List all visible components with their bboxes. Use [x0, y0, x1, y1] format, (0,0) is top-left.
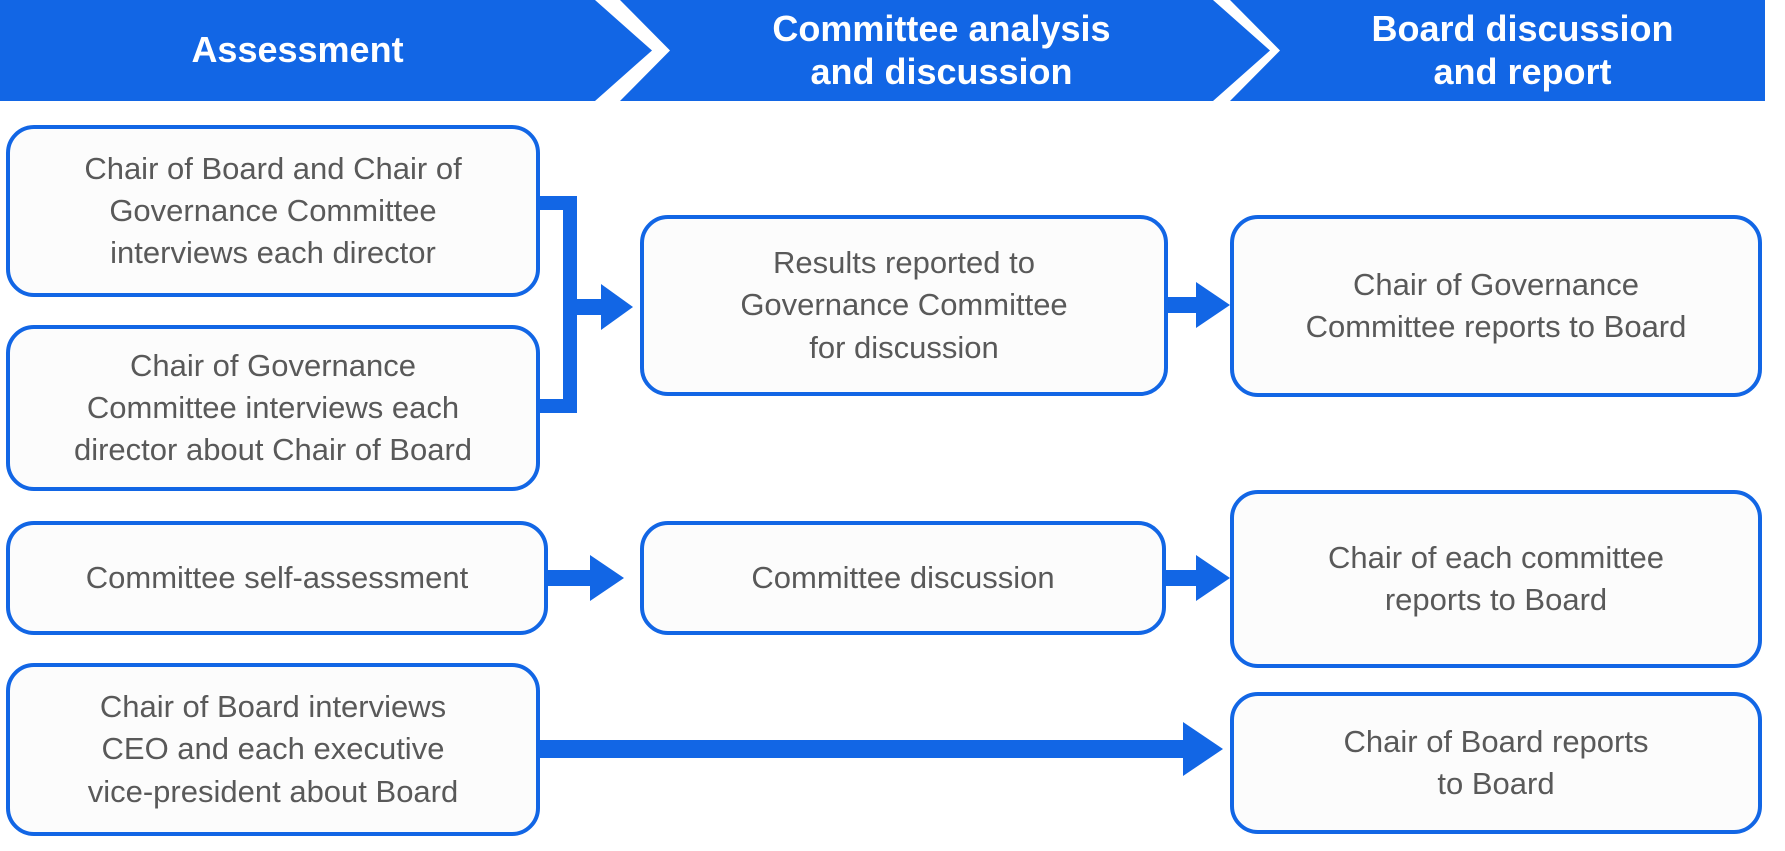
box-governance-chair-reports: Chair of Governance Committee reports to… [1230, 215, 1762, 397]
bracket-arrow-head-icon [601, 284, 633, 330]
process-step-committee-analysis: Committee analysis and discussion [620, 0, 1270, 101]
box-ceo-evp-interviews: Chair of Board interviews CEO and each e… [6, 663, 540, 836]
bracket-vertical-bar [563, 196, 577, 413]
process-step-board-discussion: Board discussion and report [1230, 0, 1765, 101]
box-label: Committee discussion [751, 559, 1055, 595]
arrow-selfassessment-to-discussion-shaft [548, 570, 590, 586]
box-interview-about-chair: Chair of Governance Committee interviews… [6, 325, 540, 491]
box-committee-discussion: Committee discussion [640, 521, 1166, 635]
box-results-reported: Results reported to Governance Committee… [640, 215, 1168, 396]
arrow-interviews-to-board-report-shaft [540, 740, 1183, 758]
bracket-arrow-shaft [577, 299, 601, 315]
process-step-label: Committee analysis and discussion [772, 8, 1111, 92]
arrow-results-to-governance-chair-shaft [1168, 297, 1196, 313]
box-label: Chair of Governance Committee reports to… [1305, 266, 1687, 344]
process-step-label: Assessment [191, 29, 404, 71]
arrow-right-icon [1196, 555, 1230, 601]
box-label: Committee self-assessment [85, 559, 469, 595]
box-label: Chair of Board and Chair of Governance C… [84, 150, 462, 271]
box-label: Chair of Board reports to Board [1343, 723, 1649, 801]
box-label: Chair of Governance Committee interviews… [73, 347, 473, 468]
box-label: Results reported to Governance Committee… [740, 245, 1068, 365]
arrow-right-icon [590, 555, 624, 601]
arrow-discussion-to-chairs-report-shaft [1166, 570, 1196, 586]
box-board-chair-reports: Chair of Board reports to Board [1230, 692, 1762, 834]
process-step-label: Board discussion and report [1371, 8, 1674, 92]
process-step-assessment: Assessment [0, 0, 652, 101]
arrow-right-icon [1183, 722, 1223, 776]
box-committee-chairs-report: Chair of each committee reports to Board [1230, 490, 1762, 668]
box-interview-directors: Chair of Board and Chair of Governance C… [6, 125, 540, 297]
arrow-right-icon [1196, 282, 1230, 328]
box-label: Chair of Board interviews CEO and each e… [87, 689, 459, 809]
box-label: Chair of each committee reports to Board [1328, 539, 1664, 617]
box-committee-self-assessment: Committee self-assessment [6, 521, 548, 635]
